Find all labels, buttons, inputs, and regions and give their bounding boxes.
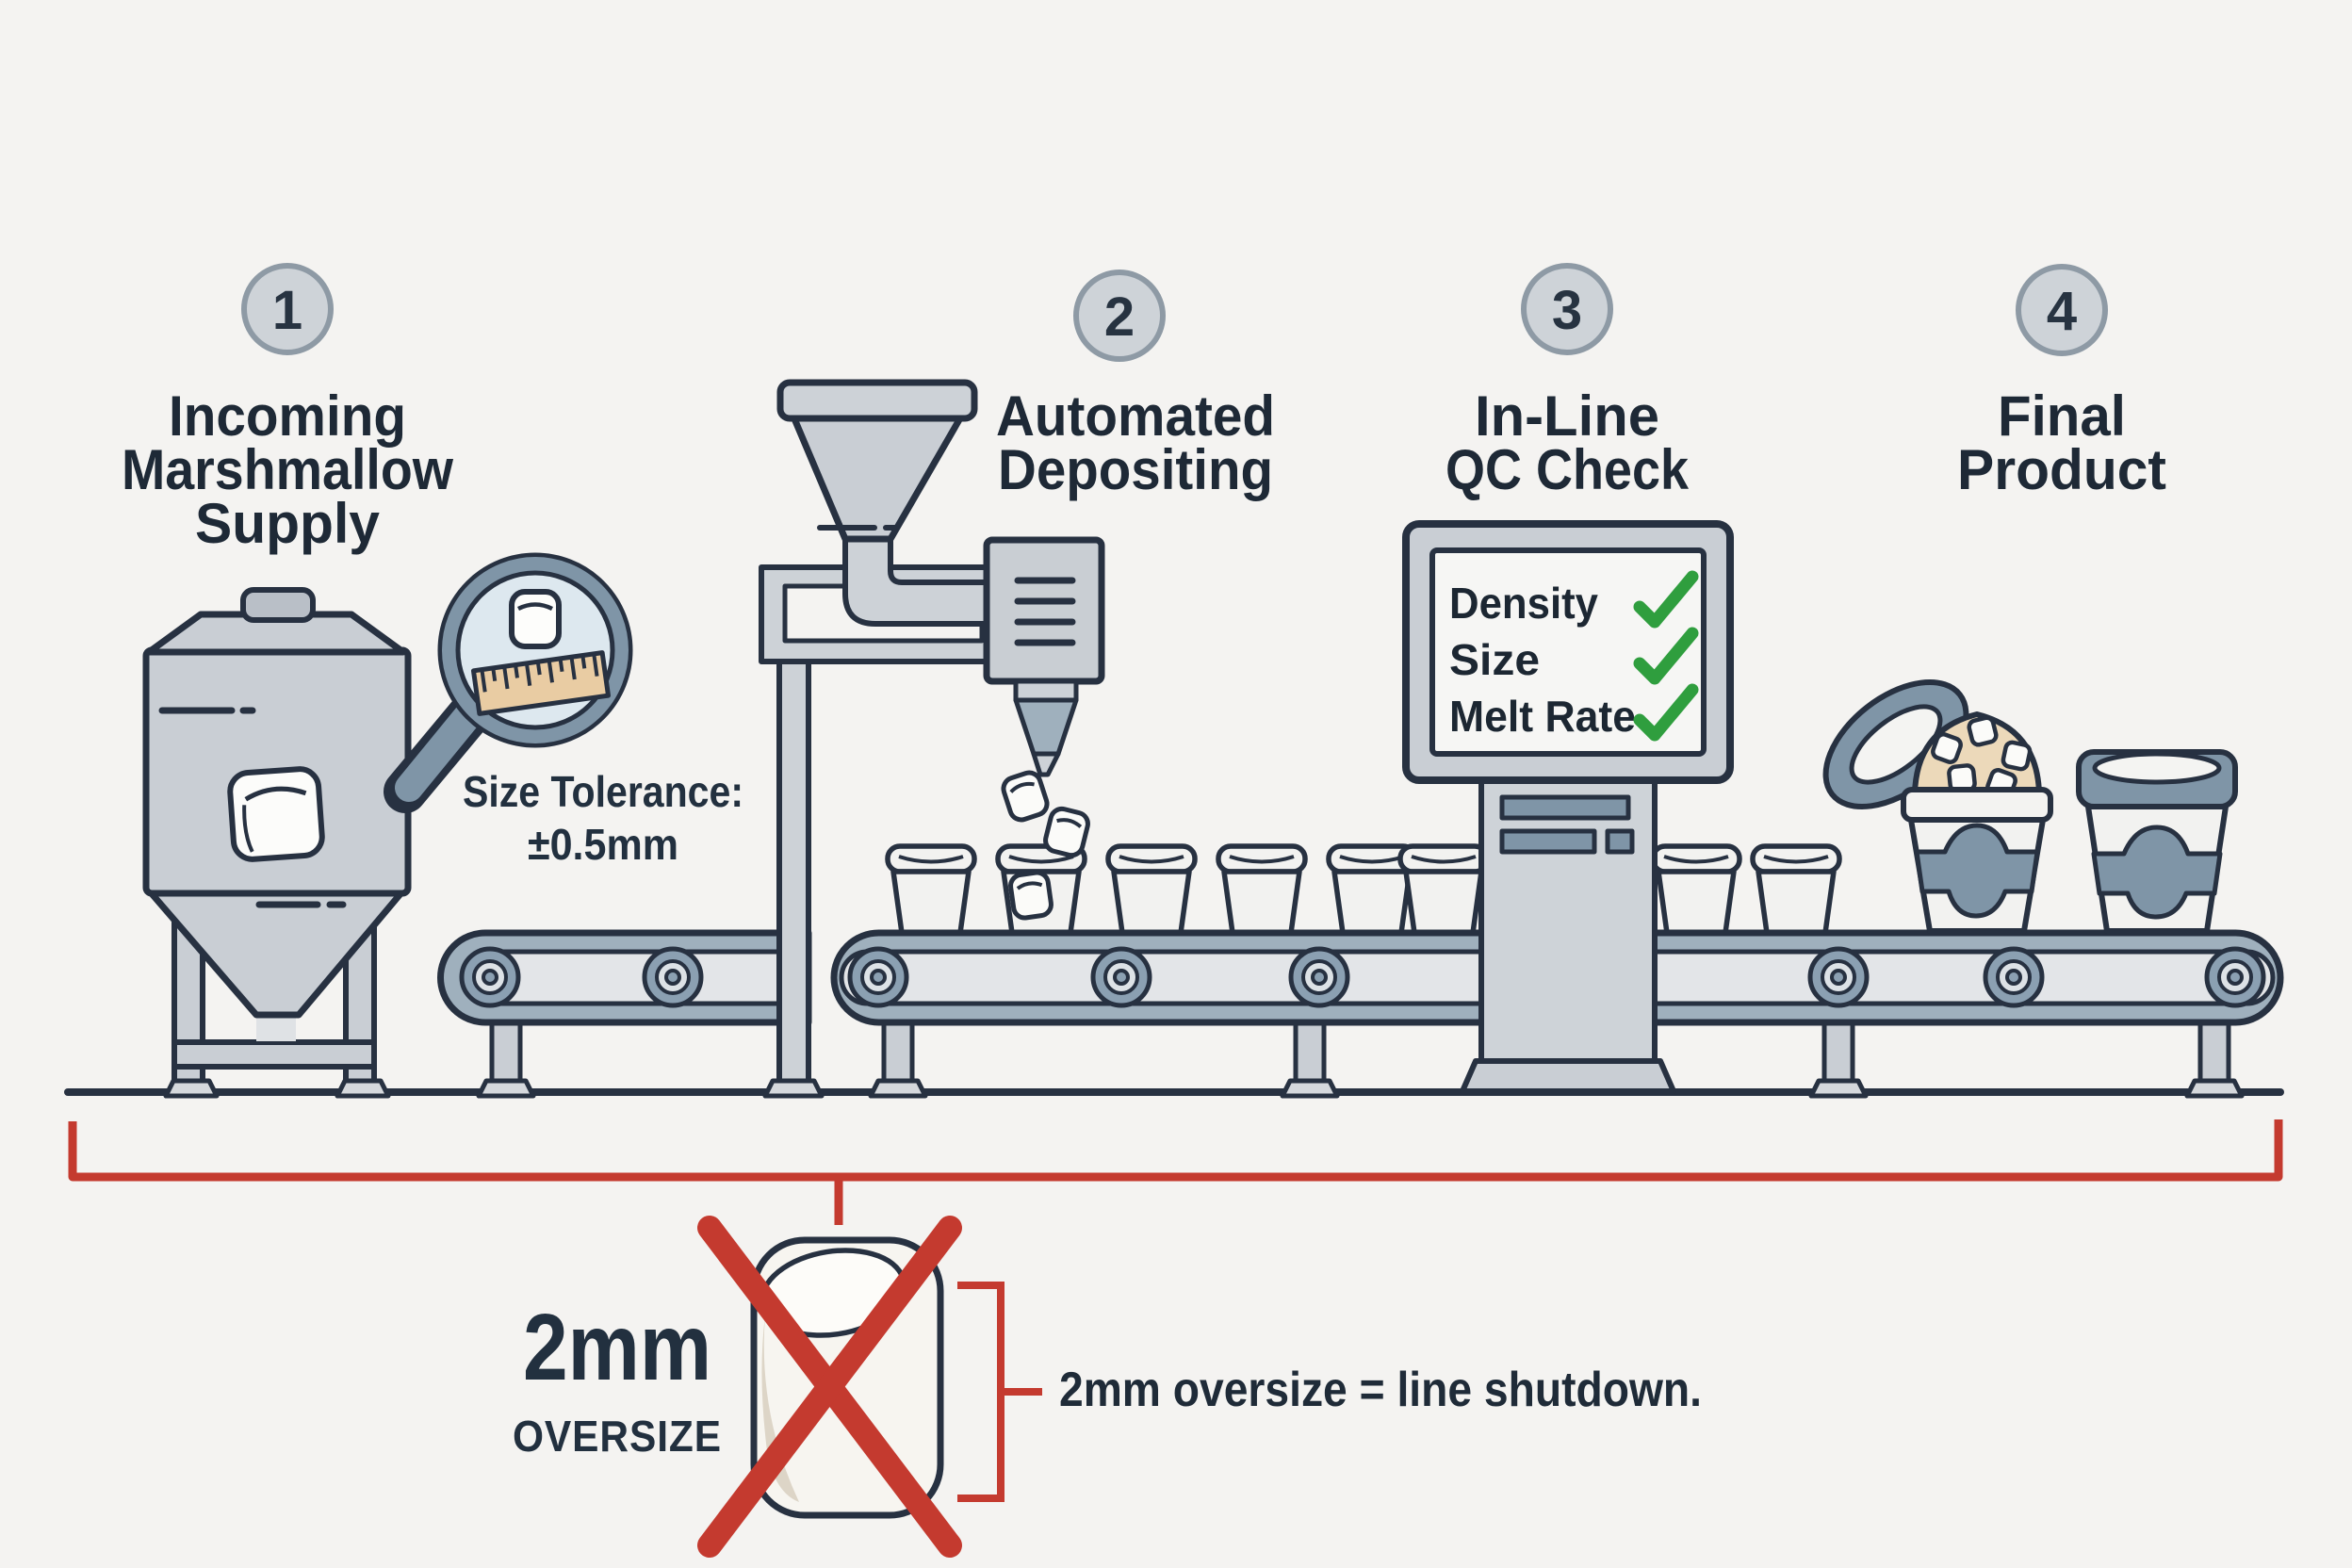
cup bbox=[888, 846, 974, 933]
qc-item-label: Density bbox=[1449, 579, 1598, 628]
step-1-header: 1 Incoming Marshmallow Supply bbox=[122, 263, 453, 555]
qc-pedestal bbox=[1478, 776, 1658, 1068]
marshmallow-cube-top-edge bbox=[244, 786, 307, 802]
step-4-title-line: Final bbox=[1998, 384, 2126, 448]
cup bbox=[1753, 846, 1839, 933]
conveyor-roller bbox=[462, 949, 518, 1005]
lens-marshmallow-icon bbox=[509, 589, 562, 649]
step-4-number: 4 bbox=[2047, 281, 2077, 342]
conveyor-roller bbox=[1291, 949, 1348, 1005]
product-tub-closed bbox=[2076, 749, 2238, 934]
step-headers: 1 Incoming Marshmallow Supply 2 Automate… bbox=[122, 263, 2166, 555]
nozzle-icon bbox=[1013, 678, 1079, 777]
step-4-header: 4 Final Product bbox=[1957, 264, 2166, 501]
depositor-foot bbox=[762, 1078, 825, 1099]
conveyor-roller bbox=[1985, 949, 2042, 1005]
oversize-value: 2mm bbox=[523, 1295, 711, 1400]
depositor bbox=[759, 379, 1105, 1099]
dome-marshmallow-icon bbox=[1931, 732, 1962, 763]
cup bbox=[1400, 846, 1487, 933]
step-2-number: 2 bbox=[1104, 286, 1135, 348]
hopper-rim bbox=[776, 379, 978, 422]
depositor-box-vents bbox=[1014, 577, 1076, 646]
size-tolerance-label: Size Tolerance: bbox=[463, 767, 743, 816]
qc-item-label: Melt Rate bbox=[1449, 692, 1636, 741]
step-2-title-line: Depositing bbox=[998, 438, 1273, 501]
marshmallow-cube-side-edge bbox=[242, 805, 254, 853]
product-tub-open bbox=[1901, 711, 2053, 934]
oversize-callout: 2mm OVERSIZE 2mm oversize = line shutdow… bbox=[68, 1119, 2283, 1558]
conveyor-left bbox=[437, 929, 812, 1096]
step-2-header: 2 Automated Depositing bbox=[996, 270, 1275, 501]
tub-rim bbox=[1901, 787, 2053, 823]
magnifier-handle bbox=[395, 701, 482, 802]
ruler-ticks bbox=[480, 653, 599, 693]
qc-pedestal-base bbox=[1460, 1058, 1676, 1094]
qc-pedestal-slot bbox=[1499, 794, 1631, 821]
qc-pedestal-button bbox=[1605, 828, 1635, 855]
magnifier-ring-inner-line bbox=[455, 570, 615, 730]
size-tolerance-value: ±0.5mm bbox=[528, 820, 678, 869]
nozzle-neck bbox=[1013, 678, 1079, 703]
x-mark-icon bbox=[697, 1216, 962, 1558]
cup bbox=[1108, 846, 1195, 933]
qc-pedestal-slot bbox=[1499, 828, 1597, 855]
measurement-bracket bbox=[957, 1282, 1042, 1502]
depositor-box bbox=[983, 536, 1105, 685]
step-1-title-line: Marshmallow bbox=[122, 438, 453, 501]
nozzle-tip bbox=[1031, 751, 1061, 777]
falling-marshmallow-icon bbox=[1009, 871, 1053, 919]
step-1-number: 1 bbox=[272, 280, 302, 341]
depositor-post bbox=[776, 659, 811, 1088]
magnifier-ring bbox=[442, 557, 629, 743]
tank-foot bbox=[163, 1078, 220, 1099]
step-4-title-line: Product bbox=[1957, 438, 2166, 501]
final-product bbox=[1822, 679, 2238, 934]
step-3-header: 3 In-Line QC Check bbox=[1446, 263, 1690, 501]
oversize-note: 2mm oversize = line shutdown. bbox=[1059, 1363, 1702, 1417]
step-2-title-line: Automated bbox=[996, 384, 1275, 448]
step-4-badge bbox=[2016, 264, 2108, 356]
conveyor-roller bbox=[1093, 949, 1150, 1005]
tub-band bbox=[2091, 825, 2223, 920]
qc-item-label: Size bbox=[1449, 635, 1540, 684]
cup bbox=[1218, 846, 1305, 933]
supply-tank bbox=[142, 587, 412, 1099]
ruler-icon bbox=[470, 650, 612, 716]
step-1-badge bbox=[241, 263, 334, 355]
step-3-title-line: QC Check bbox=[1446, 438, 1690, 501]
tank-crossbar bbox=[172, 1039, 377, 1070]
tub-opening bbox=[2092, 751, 2222, 785]
oversize-label: OVERSIZE bbox=[513, 1412, 722, 1461]
conveyor-roller bbox=[1810, 949, 1867, 1005]
dome-marshmallow-icon bbox=[1968, 716, 1998, 746]
conveyor-roller bbox=[2207, 949, 2263, 1005]
cup bbox=[1653, 846, 1740, 933]
step-1-title-line: Incoming bbox=[169, 384, 406, 448]
lid-inner bbox=[1849, 704, 1943, 785]
qc-station: Density Size Melt Rate bbox=[1402, 520, 1734, 1094]
tolerance-bracket bbox=[68, 1119, 2283, 1182]
dome-marshmallow-icon bbox=[2002, 742, 2032, 771]
magnifier-icon bbox=[384, 552, 633, 813]
tank-outlet bbox=[256, 1015, 296, 1041]
tank-foot bbox=[335, 1078, 391, 1099]
qc-screen bbox=[1429, 547, 1707, 757]
tank-cap bbox=[240, 587, 316, 623]
conveyor-roller bbox=[850, 949, 906, 1005]
falling-marshmallow-icon bbox=[1043, 807, 1090, 858]
lens-marshmallow bbox=[509, 589, 562, 649]
step-3-title-line: In-Line bbox=[1475, 384, 1659, 448]
lens-marshmallow-top-edge bbox=[516, 602, 554, 612]
step-3-badge bbox=[1521, 263, 1613, 355]
conveyor-roller bbox=[645, 949, 701, 1005]
step-3-number: 3 bbox=[1552, 280, 1582, 341]
step-2-badge bbox=[1073, 270, 1166, 362]
marshmallow-cube-icon bbox=[227, 766, 325, 862]
qc-checklist: Density Size Melt Rate bbox=[1449, 577, 1692, 741]
tub-band bbox=[1914, 823, 2040, 919]
step-1-title-line: Supply bbox=[195, 492, 381, 555]
